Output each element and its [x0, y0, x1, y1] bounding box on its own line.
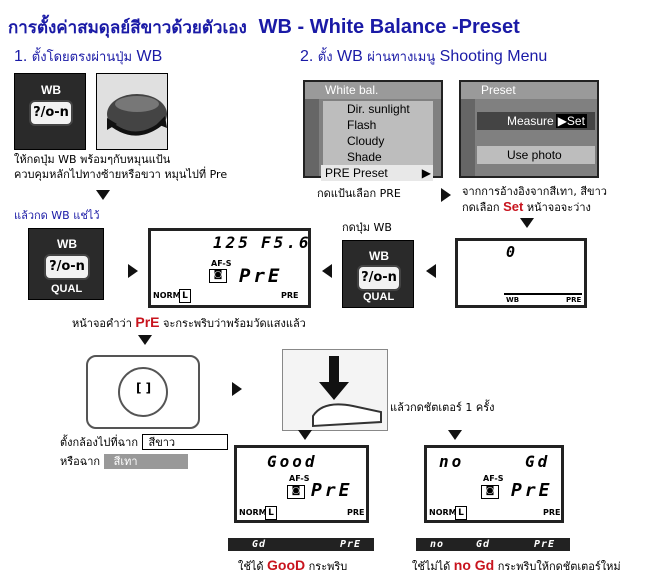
lcd-no-good: no Gd AF-S ◙ PrE NORM L PRE	[424, 445, 564, 523]
white-bal-menu: White bal. Dir. sunlight Flash Cloudy Sh…	[303, 80, 443, 181]
shutter-press-photo	[282, 349, 388, 431]
title-thai: การตั้งค่าสมดุลย์สีขาวด้วยตัวเอง	[8, 18, 247, 38]
use-photo-option[interactable]: Use photo	[477, 146, 595, 164]
caption-set: จากการอ้างอิงจากสีเทา, สีขาว กดเลือก Set…	[462, 185, 607, 214]
step1-heading: 1. ตั้งโดยตรงผ่านปุ่ม WB	[14, 48, 163, 65]
caption-subject: ตั้งกล้องไปที่ฉาก สีขาว	[60, 434, 228, 450]
caption-shutter: แล้วกดชัตเตอร์ 1 ครั้ง	[390, 401, 495, 414]
lcd-main-preset: 125 F5.6 AF-S ◙ PrE NORM L PRE	[148, 228, 311, 308]
arrow-left-icon	[426, 264, 436, 278]
gray-card-label: สีเทา	[103, 454, 188, 469]
caption-hold-wb: แล้วกด WB แช่ไว้	[14, 209, 100, 222]
menu-title: Preset	[461, 82, 597, 99]
focus-area-icon: ◙	[481, 485, 499, 499]
wb-button-photo: WB ?/o-n	[14, 73, 86, 150]
wb-button-photo: WB ?/o-n QUAL	[28, 228, 104, 300]
title-english: WB - White Balance -Preset	[258, 16, 520, 38]
caption-dial: ให้กดปุ่ม WB พร้อมๆกับหมุนแป้น ควบคุมหลั…	[14, 153, 228, 181]
arrow-right-icon	[128, 264, 138, 278]
arrow-right-icon	[232, 382, 242, 396]
preset-menu: Preset Measure▶Set Use photo	[459, 80, 599, 178]
wb-button-photo: WB ?/o-n QUAL	[342, 240, 414, 308]
caret-right-icon: ▶	[421, 166, 431, 180]
menu-item-dir-sunlight[interactable]: Dir. sunlight	[323, 101, 433, 117]
arrow-down-icon	[298, 430, 312, 440]
focus-area-icon: ◙	[209, 269, 227, 283]
caption-subject-2: หรือฉาก สีเทา	[60, 454, 188, 469]
page-title: การตั้งค่าสมดุลย์สีขาวด้วยตัวเอง WB - Wh…	[8, 14, 520, 41]
command-dial-icon	[107, 94, 167, 136]
lcd-blank: 0 WB PRE	[455, 238, 587, 308]
menu-item-flash[interactable]: Flash	[323, 117, 433, 133]
lcd-good-strip: Gd PrE	[228, 538, 374, 551]
arrow-down-icon	[448, 430, 462, 440]
command-dial-photo	[96, 73, 168, 150]
focus-area-icon: ◙	[287, 485, 305, 499]
measure-option[interactable]: Measure▶Set	[477, 112, 595, 130]
lcd-no-good-strip: no Gd PrE	[416, 538, 570, 551]
finger-press-icon	[312, 356, 382, 428]
arrow-down-icon	[96, 190, 110, 200]
menu-item-preset[interactable]: PRE Preset ▶	[321, 165, 433, 181]
menu-item-cloudy[interactable]: Cloudy	[323, 133, 433, 149]
arrow-left-icon	[322, 264, 332, 278]
arrow-down-icon	[520, 218, 534, 228]
arrow-down-icon	[138, 335, 152, 345]
caption-blink: หน้าจอคำว่า PrE จะกระพริบว่าพร้อมวัดแสงแ…	[72, 314, 306, 331]
white-card-label: สีขาว	[141, 434, 228, 450]
lcd-good: Good AF-S ◙ PrE NORM L PRE	[234, 445, 369, 523]
caption-press-pre: กดแป้นเลือก PRE	[317, 187, 401, 200]
caption-press-wb: กดปุ่ม WB	[342, 221, 392, 234]
arrow-right-icon	[441, 188, 451, 202]
step2-heading: 2. ตั้ง WB ผ่านทางเมนู Shooting Menu	[300, 48, 548, 65]
result-good: ใช้ได้ GooD กระพริบ	[238, 557, 348, 574]
focus-circle-icon	[118, 367, 168, 417]
menu-title: White bal.	[305, 82, 441, 99]
result-no-good: ใช้ไม่ได้ no Gd กระพริบให้กดชัตเตอร์ใหม่	[412, 557, 621, 574]
focus-bracket-icon: [ ]	[136, 381, 152, 395]
menu-item-shade[interactable]: Shade	[323, 149, 433, 165]
viewfinder: [ ]	[86, 355, 200, 429]
